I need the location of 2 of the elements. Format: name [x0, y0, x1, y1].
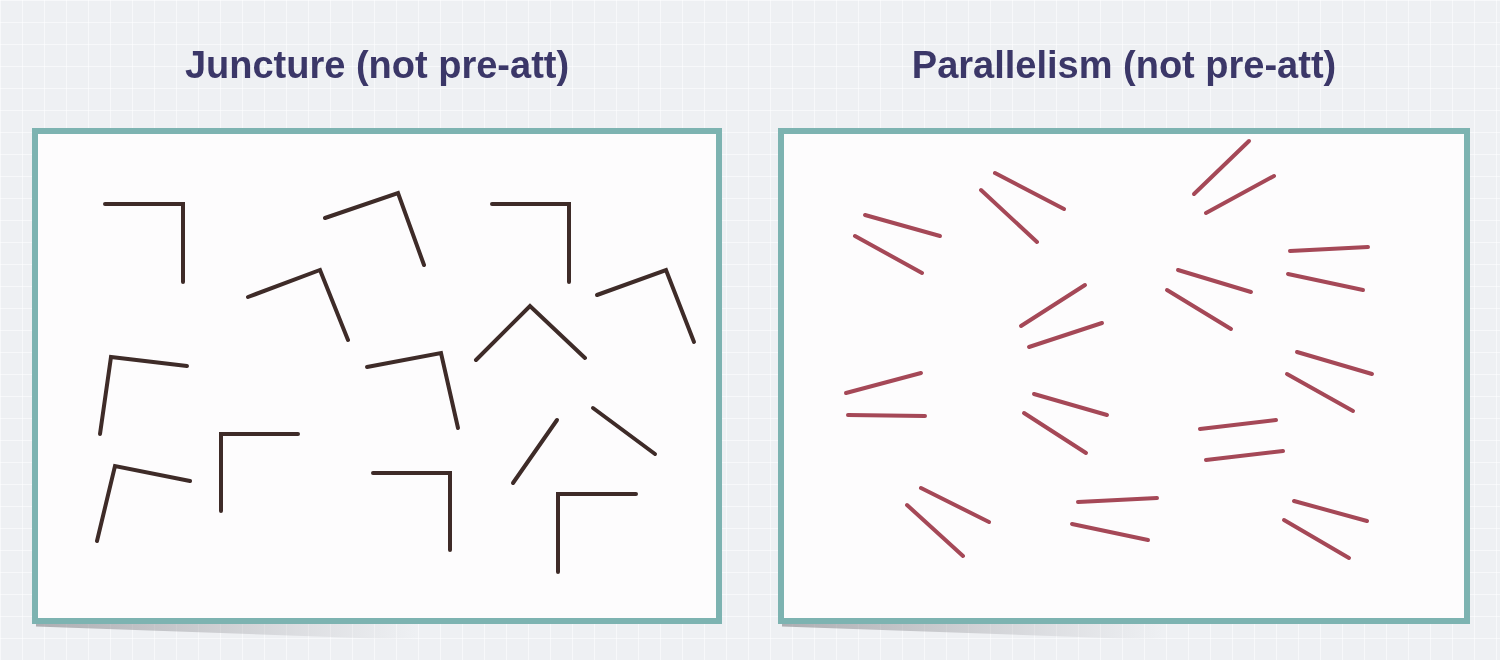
panel-title: Parallelism (not pre-att): [911, 44, 1337, 87]
panel-title: Juncture (not pre-att): [184, 44, 570, 87]
